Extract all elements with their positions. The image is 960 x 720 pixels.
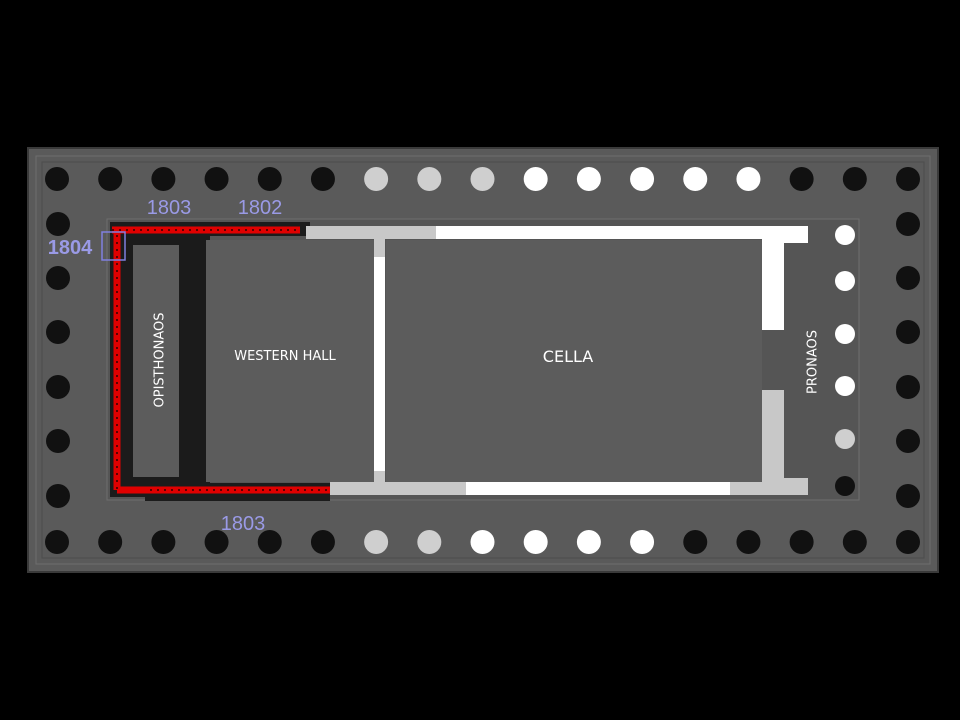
columns-group	[45, 167, 920, 554]
column-north-7	[364, 167, 389, 191]
column-east-5	[896, 429, 920, 453]
column-south-1	[45, 530, 69, 554]
column-west-5	[46, 429, 70, 453]
column-south-9	[470, 530, 495, 554]
column-west-3	[46, 320, 70, 344]
cross-wall-upper	[374, 239, 385, 257]
opisthonaos-room	[133, 245, 179, 477]
column-west-6	[46, 484, 70, 508]
column-pronaos-4	[835, 376, 855, 396]
column-east-4	[896, 375, 920, 399]
east-wall-south-antae	[784, 478, 808, 482]
column-pronaos-5	[835, 429, 855, 449]
western-hall-label: WESTERN HALL	[234, 349, 336, 364]
north-wall-white	[436, 226, 808, 239]
column-west-2	[46, 266, 70, 290]
column-north-11	[576, 167, 601, 191]
cross-wall	[374, 257, 385, 471]
column-east-2	[896, 266, 920, 290]
east-wall-north	[762, 239, 784, 330]
column-south-2	[98, 530, 123, 554]
year-label-north-mid: 1802	[238, 197, 283, 219]
column-south-7	[364, 530, 389, 554]
year-label-south: 1803	[221, 513, 266, 535]
column-north-4	[204, 167, 229, 191]
column-south-17	[896, 530, 920, 554]
column-south-8	[417, 530, 442, 554]
cella-label: CELLA	[543, 347, 593, 366]
removed-wall-highlight	[112, 226, 330, 494]
column-south-10	[523, 530, 548, 554]
east-wall-north-antae	[784, 239, 808, 243]
column-east-3	[896, 320, 920, 344]
column-east-1	[896, 212, 920, 236]
cross-wall-lower	[374, 471, 385, 482]
column-north-6	[310, 167, 335, 191]
south-wall-gray-east	[730, 482, 808, 495]
column-north-2	[98, 167, 123, 191]
cella-room	[386, 240, 762, 482]
south-wall-white	[466, 482, 730, 495]
column-south-6	[310, 530, 335, 554]
column-east-6	[896, 484, 920, 508]
column-pronaos-1	[835, 225, 855, 245]
corner-marker-box	[101, 231, 126, 261]
column-pronaos-2	[835, 271, 855, 291]
stylobate-step	[35, 155, 931, 565]
column-north-14	[736, 167, 761, 191]
column-west-1	[46, 212, 70, 236]
column-north-9	[470, 167, 495, 191]
column-pronaos-6	[835, 476, 855, 496]
column-south-12	[630, 530, 655, 554]
column-south-16	[842, 530, 867, 554]
column-north-1	[45, 167, 69, 191]
east-wall-south	[762, 390, 784, 482]
column-north-12	[630, 167, 655, 191]
year-label-north-west: 1803	[147, 197, 192, 219]
column-south-4	[204, 530, 229, 554]
column-pronaos-3	[835, 324, 855, 344]
column-north-3	[151, 167, 176, 191]
pronaos-label: PRONAOS	[806, 330, 821, 394]
column-south-5	[257, 530, 282, 554]
column-south-14	[736, 530, 761, 554]
opisthonaos-label: OPISTHONAOS	[153, 313, 168, 408]
south-wall-gray-west	[330, 482, 466, 495]
column-south-15	[789, 530, 814, 554]
year-label-corner: 1804	[48, 237, 93, 259]
stylobate-step-inner	[41, 161, 925, 559]
column-north-13	[683, 167, 708, 191]
column-north-16	[842, 167, 867, 191]
western-hall-room	[206, 240, 374, 482]
column-north-8	[417, 167, 442, 191]
column-north-5	[257, 167, 282, 191]
column-south-13	[683, 530, 708, 554]
column-west-4	[46, 375, 70, 399]
north-wall-gray	[306, 226, 436, 239]
column-south-3	[151, 530, 176, 554]
column-north-17	[896, 167, 920, 191]
column-north-15	[789, 167, 814, 191]
column-north-10	[523, 167, 548, 191]
column-south-11	[576, 530, 601, 554]
